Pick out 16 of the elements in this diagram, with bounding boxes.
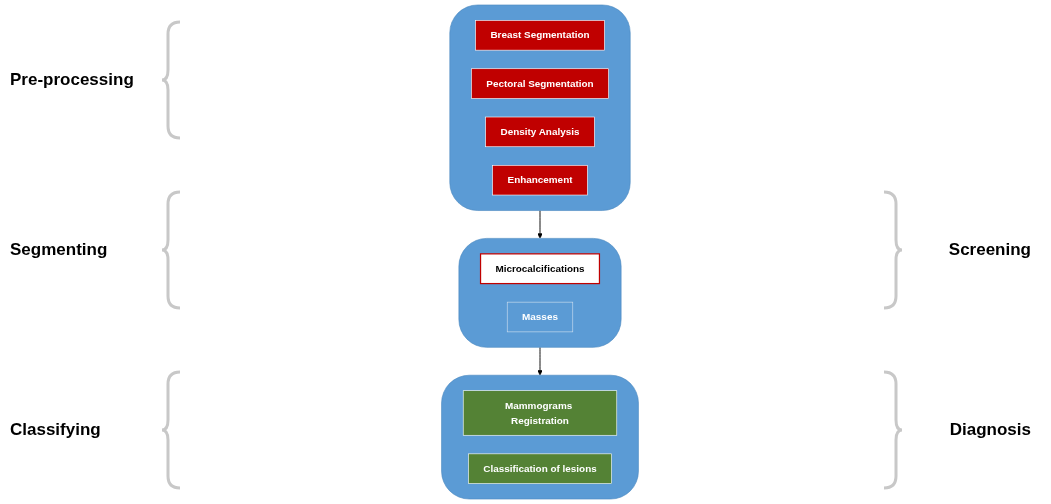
stage-label: Segmenting <box>10 240 108 260</box>
node-box: Breast Segmentation <box>475 20 605 51</box>
node-box: Pectoral Segmentation <box>471 68 609 99</box>
stage-label: Pre-processing <box>10 70 134 90</box>
node-box: Enhancement <box>492 165 588 196</box>
node-box: Mammograms Registration <box>462 390 618 436</box>
node-box: Density Analysis <box>485 116 595 148</box>
cluster <box>458 238 622 348</box>
stage-label: Diagnosis <box>949 420 1031 440</box>
node-box: Masses <box>506 301 574 333</box>
cluster <box>441 374 639 500</box>
cluster <box>449 4 631 211</box>
node-box: Classification of lesions <box>468 453 612 484</box>
node-box: Microcalcifications <box>479 253 601 285</box>
stage-label: Classifying <box>10 420 101 440</box>
stage-label: Screening <box>948 240 1031 260</box>
